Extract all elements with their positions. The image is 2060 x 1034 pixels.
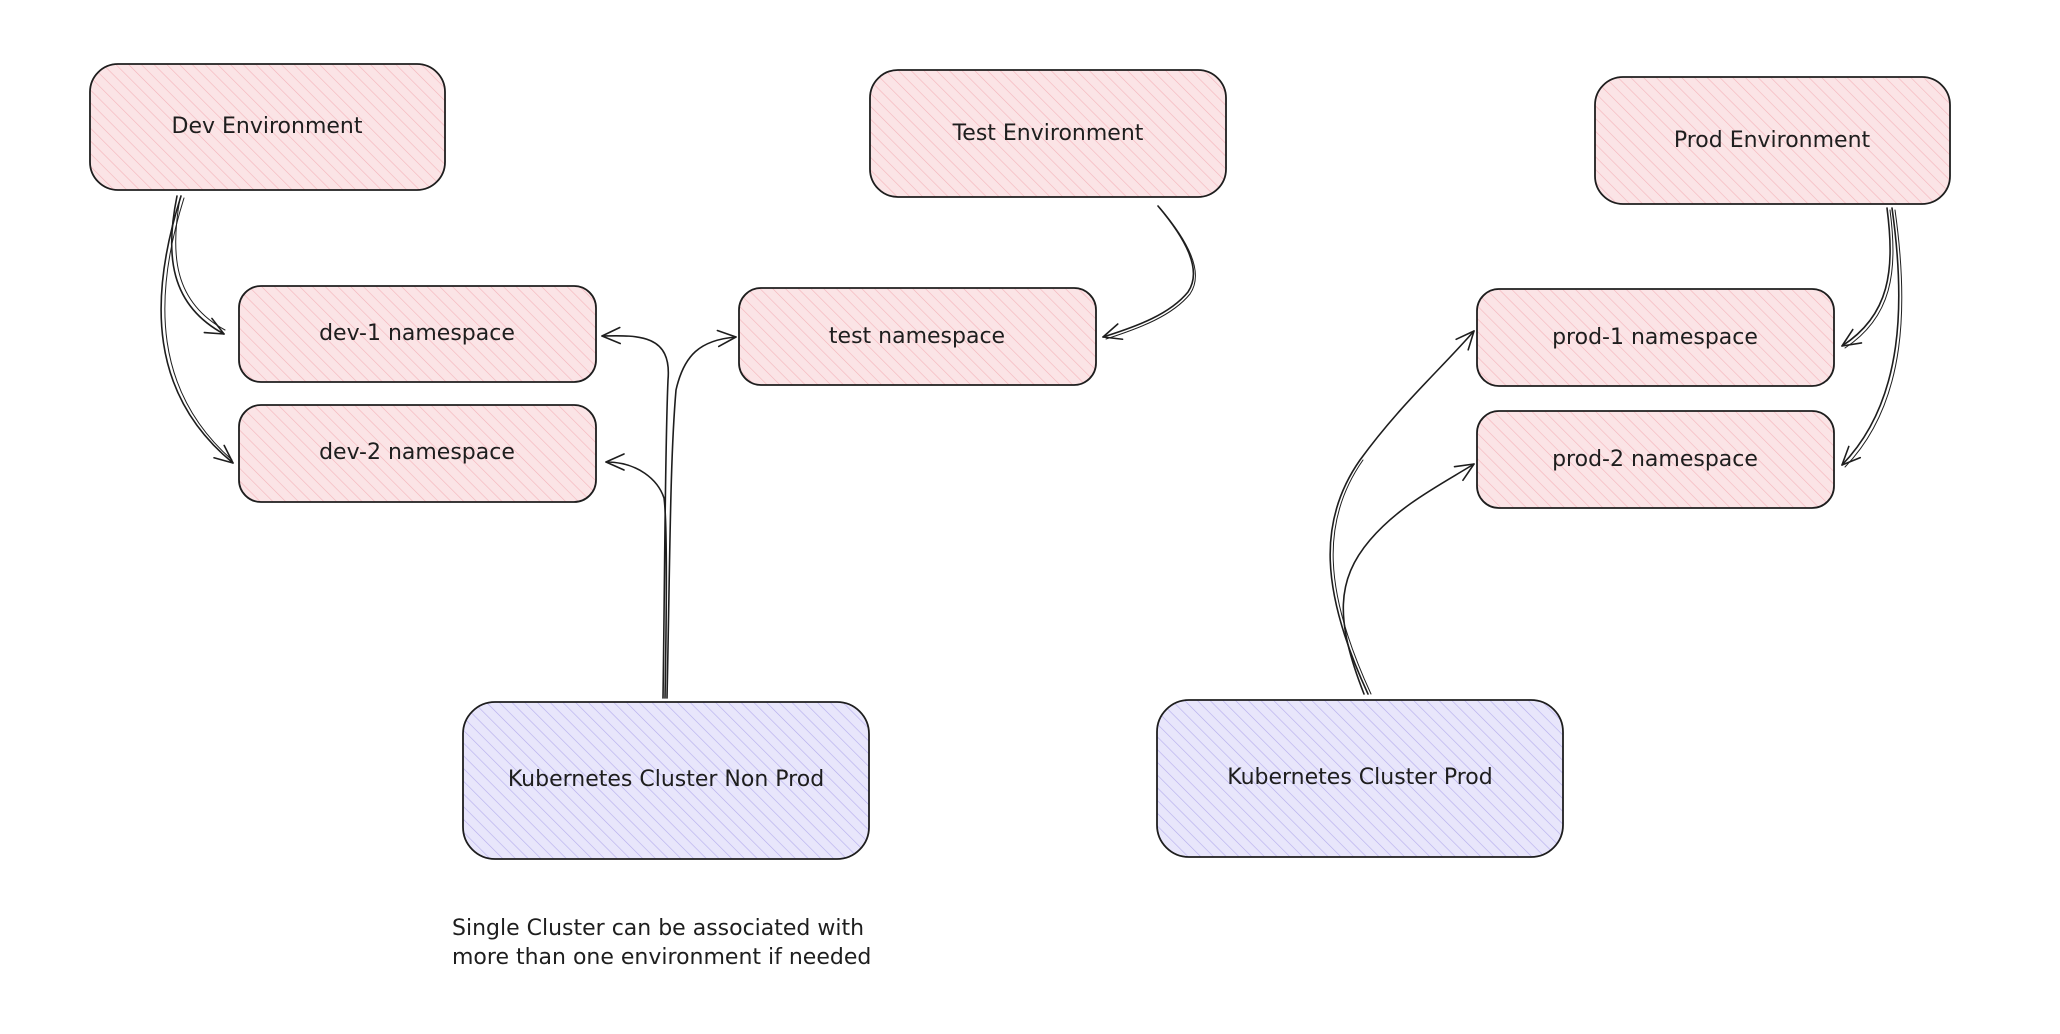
kubernetes-cluster-prod-box[interactable]: Kubernetes Cluster Prod — [1156, 699, 1564, 858]
prod-1-namespace-box[interactable]: prod-1 namespace — [1476, 288, 1835, 387]
kubernetes-cluster-prod-label: Kubernetes Cluster Prod — [1227, 765, 1492, 790]
arrow-prod-env-to-prod-2 — [1841, 207, 1900, 466]
arrow-nonprod-cluster-to-dev-2 — [605, 453, 668, 699]
dev-environment-box[interactable]: Dev Environment — [89, 63, 446, 191]
dev-2-namespace-box[interactable]: dev-2 namespace — [238, 404, 597, 503]
prod-2-namespace-box[interactable]: prod-2 namespace — [1476, 410, 1835, 509]
prod-environment-label: Prod Environment — [1674, 128, 1871, 153]
prod-1-namespace-label: prod-1 namespace — [1552, 325, 1758, 350]
prod-environment-box[interactable]: Prod Environment — [1594, 76, 1951, 205]
test-environment-label: Test Environment — [952, 121, 1144, 146]
arrow-dev-env-to-dev-1 — [170, 195, 225, 335]
cluster-association-note: Single Cluster can be associated with mo… — [452, 914, 871, 972]
test-namespace-label: test namespace — [829, 324, 1005, 349]
arrow-prod-env-to-prod-1 — [1841, 207, 1891, 347]
arrow-test-env-to-test-namespace — [1102, 205, 1195, 341]
arrow-nonprod-cluster-to-dev-1 — [601, 326, 670, 699]
note-line-1: Single Cluster can be associated with — [452, 916, 865, 941]
test-namespace-box[interactable]: test namespace — [738, 287, 1097, 386]
arrow-nonprod-cluster-to-test-namespace — [666, 329, 737, 699]
arrow-prod-cluster-to-prod-1 — [1329, 330, 1475, 695]
kubernetes-cluster-non-prod-box[interactable]: Kubernetes Cluster Non Prod — [462, 701, 870, 860]
test-environment-box[interactable]: Test Environment — [869, 69, 1227, 198]
arrow-dev-env-to-dev-2 — [160, 195, 234, 464]
dev-environment-label: Dev Environment — [172, 114, 363, 139]
prod-2-namespace-label: prod-2 namespace — [1552, 447, 1758, 472]
dev-1-namespace-label: dev-1 namespace — [319, 321, 515, 346]
dev-2-namespace-label: dev-2 namespace — [319, 440, 515, 465]
note-line-2: more than one environment if needed — [452, 945, 872, 970]
kubernetes-cluster-non-prod-label: Kubernetes Cluster Non Prod — [508, 767, 824, 792]
dev-1-namespace-box[interactable]: dev-1 namespace — [238, 285, 597, 383]
arrow-prod-cluster-to-prod-2 — [1342, 463, 1475, 695]
